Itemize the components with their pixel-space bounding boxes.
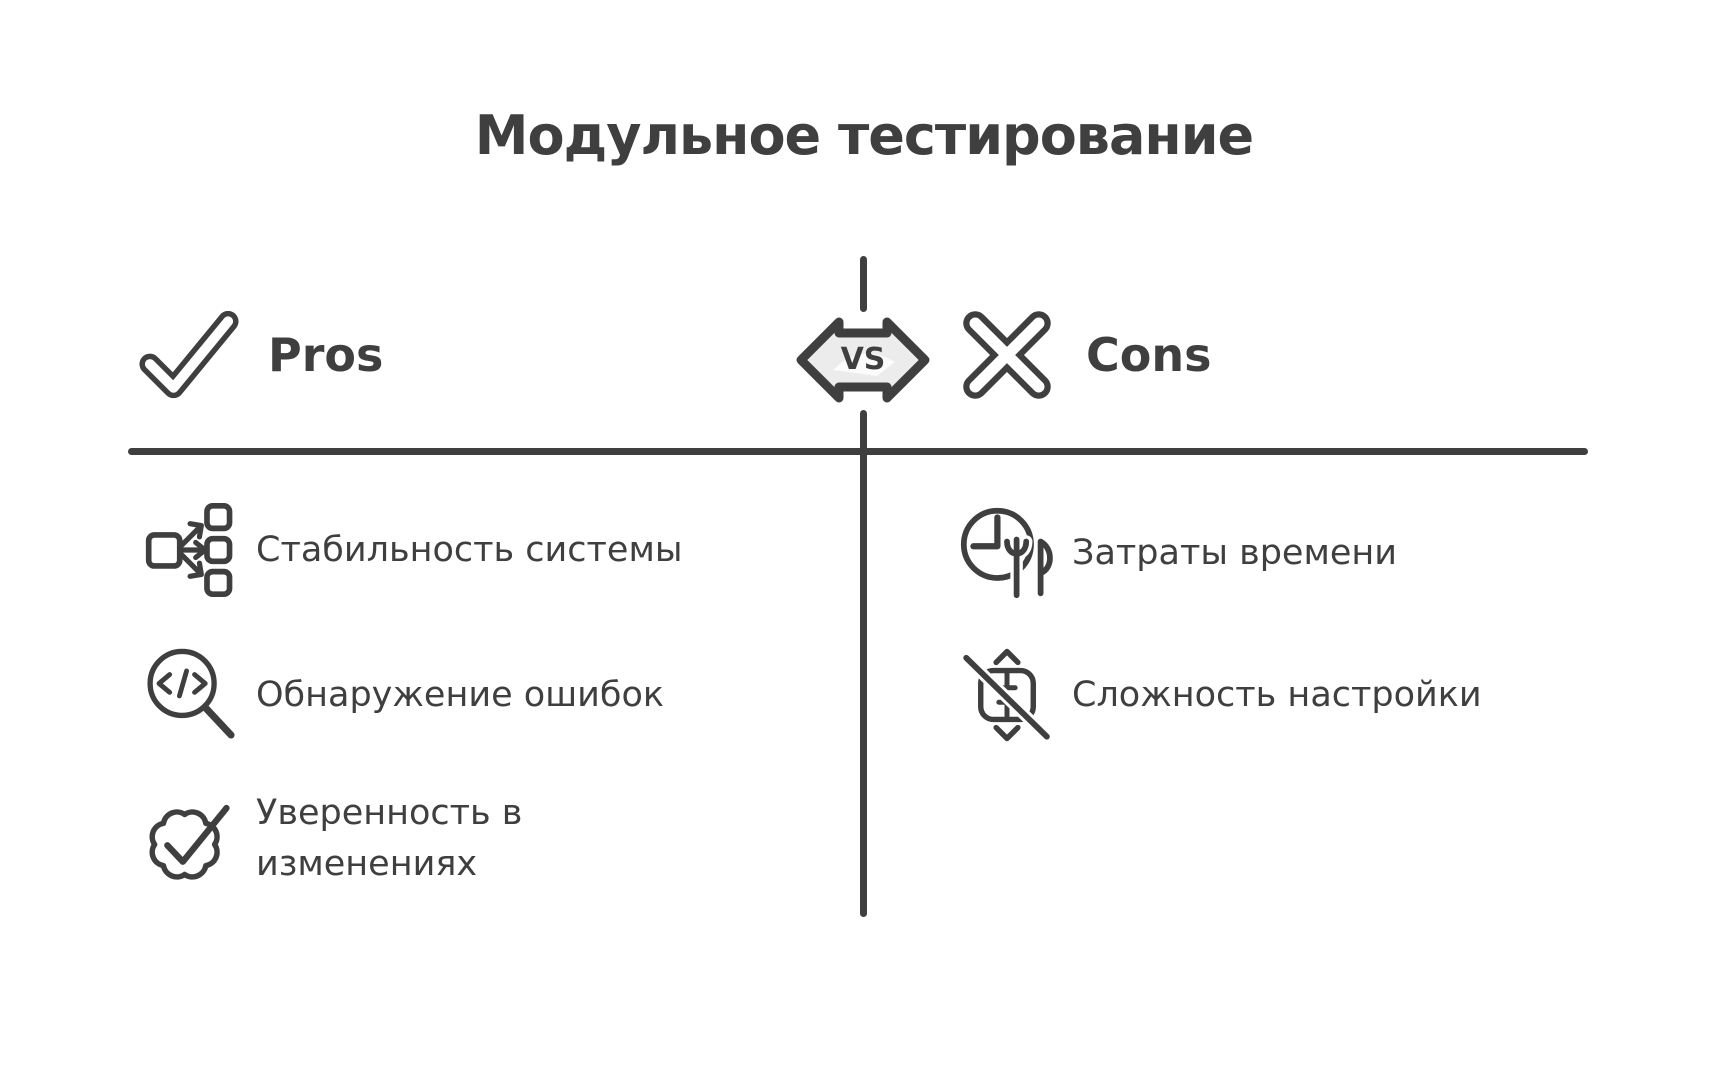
cons-item-time-cost: Затраты времени xyxy=(956,503,1397,603)
vs-badge-label: VS xyxy=(840,341,886,377)
module-distribution-icon xyxy=(140,499,242,601)
code-search-icon xyxy=(140,644,242,746)
pros-item-label: Уверенность в изменениях xyxy=(256,793,523,884)
cons-item-label: Затраты времени xyxy=(1072,532,1398,573)
pros-item-error-detection: Обнаружение ошибок xyxy=(140,645,664,745)
cons-item-setup-complexity: Сложность настройки xyxy=(956,645,1482,745)
vs-badge: VS xyxy=(795,302,931,418)
vertical-divider-dash xyxy=(860,256,867,312)
horizontal-divider-line xyxy=(128,448,1588,455)
time-cost-icon xyxy=(956,502,1058,604)
pros-item-label: Обнаружение ошибок xyxy=(256,674,665,715)
pros-item-label: Стабильность системы xyxy=(256,529,683,570)
vertical-divider-line xyxy=(860,410,867,917)
pros-header: Pros xyxy=(138,303,383,407)
pros-item-confidence: Уверенность в изменениях xyxy=(140,786,586,892)
check-icon xyxy=(138,304,240,406)
pros-heading: Pros xyxy=(268,328,384,382)
diagram-title: Модульное тестирование xyxy=(474,104,1254,167)
cons-heading: Cons xyxy=(1086,328,1212,382)
verified-gear-icon xyxy=(140,788,242,890)
setup-complexity-icon xyxy=(956,644,1058,746)
cons-header: Cons xyxy=(956,303,1212,407)
cross-icon xyxy=(956,304,1058,406)
pros-item-stability: Стабильность системы xyxy=(140,500,682,600)
vs-arrows-icon xyxy=(796,317,930,403)
cons-item-label: Сложность настройки xyxy=(1072,674,1482,715)
